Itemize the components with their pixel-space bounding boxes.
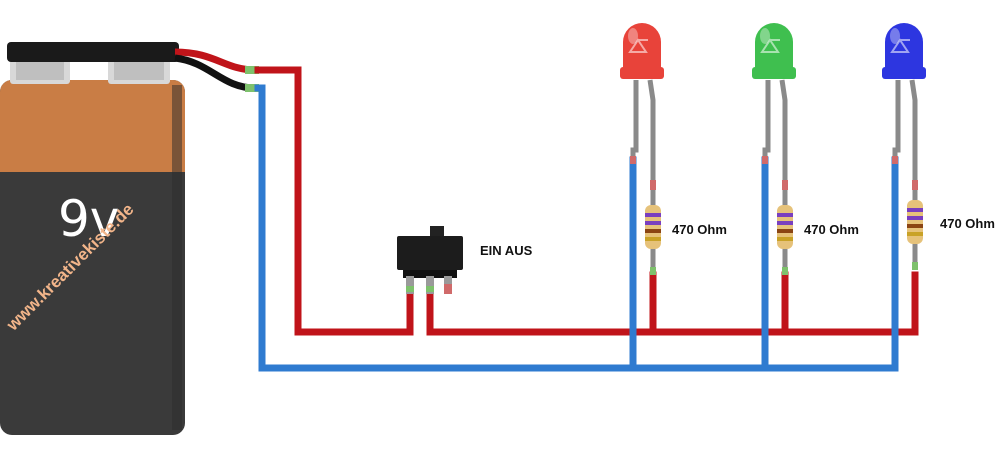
resistor-green <box>777 205 793 275</box>
led-red <box>620 23 664 205</box>
resistor-blue <box>907 200 923 270</box>
led-blue <box>882 23 926 205</box>
red-wire <box>254 66 919 336</box>
battery-clip <box>7 42 179 62</box>
resistor-red <box>645 205 661 275</box>
resistor-label-blue: 470 Ohm <box>940 216 995 231</box>
slide-switch <box>397 226 463 294</box>
led-green <box>752 23 796 205</box>
resistor-label-green: 470 Ohm <box>804 222 859 237</box>
resistor-label-red: 470 Ohm <box>672 222 727 237</box>
battery <box>0 42 185 435</box>
battery-voltage-label: 9v <box>58 190 120 248</box>
blue-wire <box>254 84 899 372</box>
switch-label: EIN AUS <box>480 243 533 258</box>
